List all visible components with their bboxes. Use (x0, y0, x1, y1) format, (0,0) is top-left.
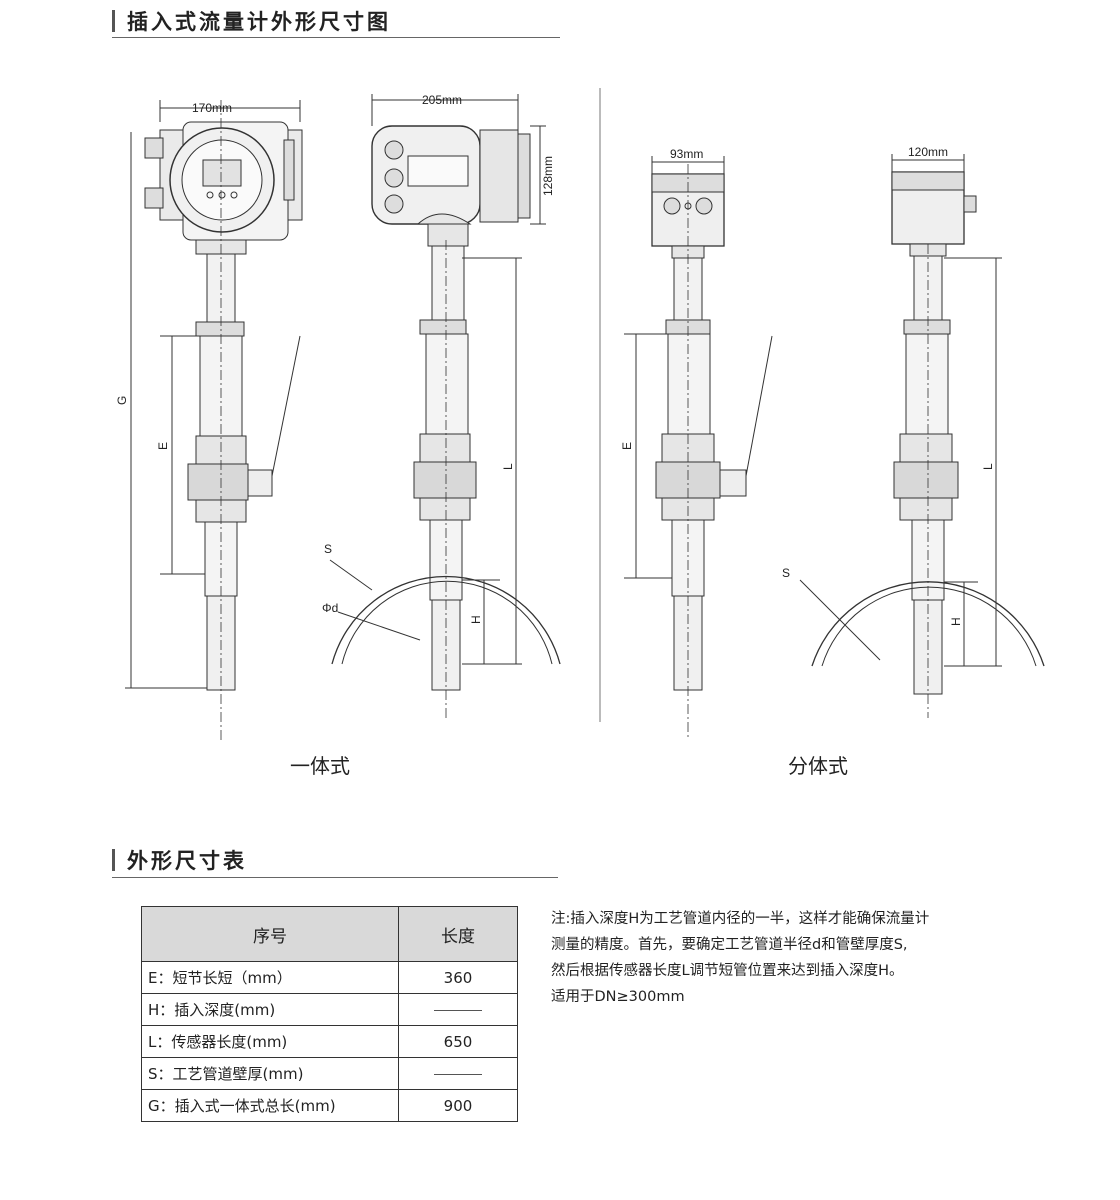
caption-integrated: 一体式 (290, 754, 350, 778)
dim-128mm: 128mm (541, 156, 555, 196)
section-title-text: 外形尺寸表 (127, 849, 247, 873)
section-title-table: 外形尺寸表 (112, 843, 247, 877)
dim-E-split: E (620, 442, 634, 450)
note-line: 测量的精度。首先，要确定工艺管道半径d和管壁厚度S, (551, 937, 908, 953)
dim-E: E (156, 442, 170, 450)
section-rule (112, 877, 558, 878)
table-row: H：插入深度(mm) (141, 993, 518, 1026)
integrated-side-view: 205mm 128mm L H S Φd (322, 93, 561, 718)
row-value: 650 (398, 1025, 518, 1058)
dim-G: G (115, 396, 129, 405)
dim-93mm: 93mm (670, 147, 703, 161)
title-bar (112, 849, 115, 871)
dim-L: L (501, 463, 515, 470)
section-title-drawing: 插入式流量计外形尺寸图 (112, 4, 391, 38)
row-label: E：短节长短（mm） (141, 961, 399, 994)
dim-H-split: H (949, 617, 963, 626)
split-front-view: 93mm E (620, 147, 773, 740)
row-value-blank (398, 1057, 518, 1090)
row-label: G：插入式一体式总长(mm) (141, 1089, 399, 1122)
note-text: 注:插入深度H为工艺管道内径的一半，这样才能确保流量计 测量的精度。首先，要确定… (551, 906, 1021, 1010)
table-header-row: 序号 长度 (141, 906, 518, 962)
dim-S-split: S (782, 566, 790, 580)
table-row: G：插入式一体式总长(mm) 900 (141, 1089, 518, 1122)
title-bar (112, 10, 115, 32)
caption-split: 分体式 (788, 754, 848, 778)
dim-170mm: 170mm (192, 101, 232, 115)
dim-H: H (469, 615, 483, 624)
table-row: S：工艺管道壁厚(mm) (141, 1057, 518, 1090)
dim-L-split: L (981, 463, 995, 470)
dim-205mm: 205mm (422, 93, 462, 107)
dim-S: S (324, 542, 332, 556)
dash-mark (434, 1073, 482, 1075)
row-value: 900 (398, 1089, 518, 1122)
section-rule (112, 37, 560, 38)
column-header-index: 序号 (141, 906, 399, 962)
row-label: S：工艺管道壁厚(mm) (141, 1057, 399, 1090)
note-line: 然后根据传感器长度L调节短管位置来达到插入深度H。 (551, 963, 904, 979)
note-line: 注:插入深度H为工艺管道内径的一半，这样才能确保流量计 (551, 911, 930, 927)
split-side-view: 120mm L H S (782, 145, 1045, 718)
dimension-drawing: 170mm G E 205mm (115, 88, 1045, 740)
section-title-text: 插入式流量计外形尺寸图 (127, 10, 391, 34)
column-header-length: 长度 (398, 906, 518, 962)
row-label: H：插入深度(mm) (141, 993, 399, 1026)
row-value: 360 (398, 961, 518, 994)
note-line: 适用于DN≥300mm (551, 989, 685, 1005)
table-row: E：短节长短（mm） 360 (141, 961, 518, 994)
dash-mark (434, 1009, 482, 1011)
dimension-table: 序号 长度 E：短节长短（mm） 360 H：插入深度(mm) L：传感器长度(… (141, 906, 518, 1122)
table-row: L：传感器长度(mm) 650 (141, 1025, 518, 1058)
row-label: L：传感器长度(mm) (141, 1025, 399, 1058)
row-value-blank (398, 993, 518, 1026)
dim-120mm: 120mm (908, 145, 948, 159)
dim-phid: Φd (322, 601, 338, 615)
integrated-front-view: 170mm G E (115, 100, 303, 740)
